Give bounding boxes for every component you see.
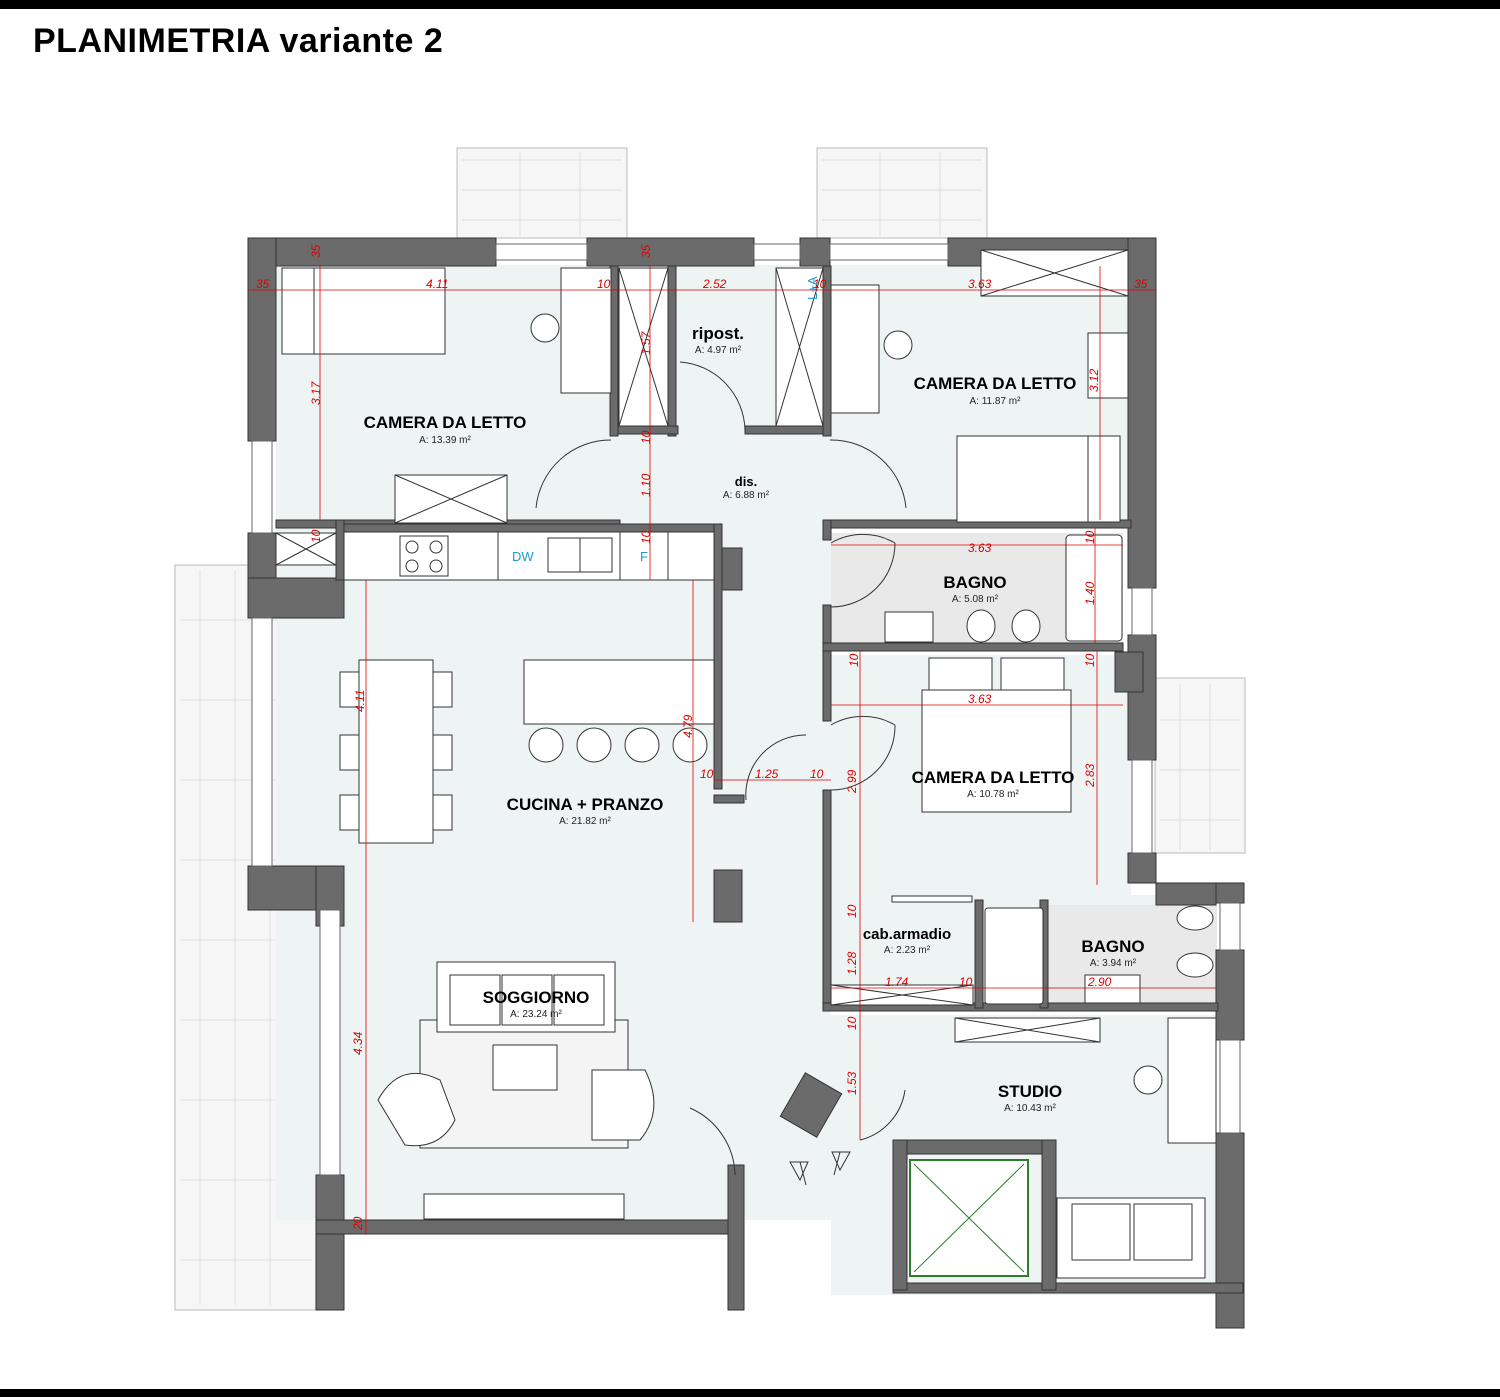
dim-317: 3.17 bbox=[309, 380, 323, 405]
desk-1 bbox=[560, 267, 612, 394]
balcony-north-left bbox=[456, 147, 628, 239]
kitchen-island bbox=[523, 659, 715, 725]
chair-icon bbox=[883, 330, 913, 360]
dim-10: 10 bbox=[813, 277, 827, 291]
dim-10: 10 bbox=[847, 653, 861, 667]
dimension-lines bbox=[248, 266, 1216, 1234]
walls bbox=[247, 237, 1245, 1329]
tv-cabinet bbox=[423, 1193, 625, 1220]
room-area: A: 6.88 m² bbox=[723, 490, 770, 501]
room-area: A: 23.24 m² bbox=[510, 1009, 562, 1020]
fridge-label: F bbox=[640, 549, 648, 564]
room-name: BAGNO bbox=[943, 573, 1006, 592]
dim-20: 20 bbox=[351, 1216, 365, 1231]
dim-35: 35 bbox=[1134, 277, 1148, 291]
dim-10: 10 bbox=[845, 904, 859, 918]
balcony-north-right bbox=[816, 147, 988, 239]
doors bbox=[535, 361, 907, 1176]
dim-290: 2.90 bbox=[1087, 975, 1112, 989]
armchair-left bbox=[377, 1072, 456, 1147]
room-name: BAGNO bbox=[1081, 937, 1144, 956]
chair-icon bbox=[530, 313, 560, 343]
page-title: PLANIMETRIA variante 2 bbox=[33, 22, 444, 60]
room-name: cab.armadio bbox=[863, 926, 951, 943]
dim-363: 3.63 bbox=[968, 541, 992, 555]
furniture bbox=[275, 249, 1217, 1279]
room-area: A: 21.82 m² bbox=[559, 816, 611, 827]
dim-363: 3.63 bbox=[968, 692, 992, 706]
room-labels: CAMERA DA LETTO A: 13.39 m² ripost. A: 4… bbox=[364, 324, 1145, 1114]
dining-table bbox=[358, 659, 434, 844]
armchair-right bbox=[591, 1069, 655, 1141]
balcony-east bbox=[1154, 677, 1246, 854]
dim-125: 1.25 bbox=[755, 767, 779, 781]
dim-10: 10 bbox=[597, 277, 611, 291]
laundry-label: L+A bbox=[805, 276, 820, 300]
dim-312: 3.12 bbox=[1087, 368, 1101, 392]
coffee-table bbox=[492, 1044, 558, 1091]
room-area: A: 5.08 m² bbox=[952, 594, 999, 605]
dim-283: 2.83 bbox=[1083, 763, 1097, 788]
dim-252: 2.52 bbox=[702, 277, 727, 291]
dim-140: 1.40 bbox=[1083, 581, 1097, 605]
dim-411: 4.11 bbox=[426, 277, 448, 291]
dim-157: 1.57 bbox=[639, 330, 653, 355]
chair-icon bbox=[1133, 1065, 1163, 1095]
dim-479: 4.79 bbox=[681, 714, 695, 738]
top-rule bbox=[0, 0, 1500, 9]
dim-110: 1.10 bbox=[639, 473, 653, 497]
dim-128: 1.28 bbox=[845, 951, 859, 975]
balcony-tiles bbox=[180, 152, 1240, 1305]
room-name: CUCINA + PRANZO bbox=[507, 795, 664, 814]
dim-363: 3.63 bbox=[968, 277, 992, 291]
room-area: A: 10.43 m² bbox=[1004, 1103, 1056, 1114]
room-area: A: 13.39 m² bbox=[419, 435, 471, 446]
dimension-labels: 35 4.11 10 2.52 10 3.63 35 35 35 3.17 1.… bbox=[256, 244, 1148, 1231]
dim-434: 4.34 bbox=[351, 1031, 365, 1055]
dim-10: 10 bbox=[810, 767, 824, 781]
dim-411: 4.11 bbox=[353, 690, 367, 712]
room-area: A: 2.23 m² bbox=[884, 945, 931, 956]
room-name: ripost. bbox=[692, 324, 744, 343]
dim-10: 10 bbox=[959, 975, 973, 989]
windows bbox=[251, 243, 1241, 1176]
room-area: A: 10.78 m² bbox=[967, 789, 1019, 800]
room-name: dis. bbox=[735, 474, 757, 489]
entrance-arrows bbox=[789, 1151, 851, 1186]
room-name: STUDIO bbox=[998, 1082, 1062, 1101]
room-area: A: 3.94 m² bbox=[1090, 958, 1137, 969]
room-name: CAMERA DA LETTO bbox=[914, 374, 1077, 393]
room-name: SOGGIORNO bbox=[483, 988, 590, 1007]
shower-1 bbox=[1065, 534, 1123, 642]
room-name: CAMERA DA LETTO bbox=[364, 413, 527, 432]
bottom-rule bbox=[0, 1389, 1500, 1397]
shower-2 bbox=[984, 907, 1044, 1005]
dim-174: 1.74 bbox=[885, 975, 909, 989]
desk-3 bbox=[1167, 1017, 1217, 1144]
room-area: A: 4.97 m² bbox=[695, 345, 742, 356]
double-bed bbox=[921, 689, 1072, 813]
dim-10: 10 bbox=[639, 530, 653, 544]
dim-10: 10 bbox=[1083, 530, 1097, 544]
dim-35: 35 bbox=[639, 244, 653, 258]
dim-10: 10 bbox=[845, 1016, 859, 1030]
dim-299: 2.99 bbox=[845, 769, 859, 794]
dim-10: 10 bbox=[1083, 653, 1097, 667]
dim-10: 10 bbox=[700, 767, 714, 781]
dishwasher-label: DW bbox=[512, 549, 534, 564]
dim-153: 1.53 bbox=[845, 1071, 859, 1095]
room-area: A: 11.87 m² bbox=[970, 396, 1022, 407]
dim-35: 35 bbox=[256, 277, 270, 291]
dim-10: 10 bbox=[309, 529, 323, 543]
dim-35: 35 bbox=[309, 244, 323, 258]
dim-10: 10 bbox=[639, 430, 653, 444]
desk-2 bbox=[830, 284, 880, 414]
room-name: CAMERA DA LETTO bbox=[912, 768, 1075, 787]
